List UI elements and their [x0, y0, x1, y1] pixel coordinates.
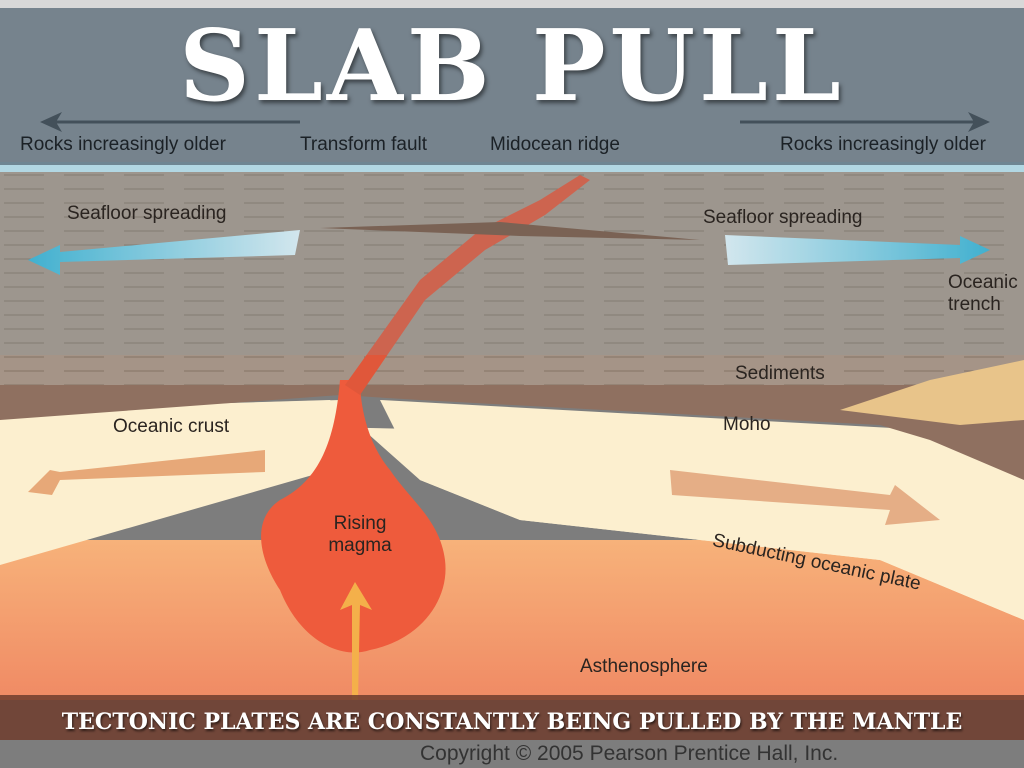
- mantle-arrow-right: [670, 470, 940, 525]
- oceanic-trench-label: Oceanic trench: [948, 272, 1018, 315]
- midocean-ridge-label: Midocean ridge: [490, 134, 620, 155]
- transform-fault-label: Transform fault: [300, 134, 428, 155]
- rising-magma-label: Rising magma: [328, 513, 392, 556]
- seafloor-spreading-left-label: Seafloor spreading: [67, 203, 227, 224]
- sediments-label: Sediments: [735, 363, 825, 384]
- mantle-left: [0, 400, 340, 565]
- rocks-older-right-label: Rocks increasingly older: [780, 134, 986, 155]
- sediments: [840, 360, 1024, 425]
- moho-band: [0, 385, 1024, 480]
- oceanic-crust-label: Oceanic crust: [113, 416, 230, 437]
- slide-title: SLAB PULL: [179, 9, 845, 124]
- moho-label: Moho: [723, 414, 771, 435]
- seafloor-arrow-right: [725, 235, 990, 265]
- magma-dike: [345, 175, 590, 395]
- copyright-text: Copyright © 2005 Pearson Prentice Hall, …: [420, 742, 839, 765]
- seafloor-arrow-left: [28, 230, 300, 275]
- rocks-older-left-label: Rocks increasingly older: [20, 134, 226, 155]
- crust-layer: [0, 170, 1024, 385]
- mantle-right: [380, 400, 1024, 620]
- asthenosphere-label: Asthenosphere: [580, 656, 708, 677]
- caption-band: [0, 695, 1024, 740]
- asthenosphere-layer: [0, 540, 1024, 700]
- slide-caption: TECTONIC PLATES ARE CONSTANTLY BEING PUL…: [61, 709, 963, 735]
- mantle-arrow-left: [28, 450, 265, 495]
- ocean-water: [0, 162, 1024, 172]
- title-band: [0, 8, 1024, 165]
- tint-overlay: [0, 165, 1024, 355]
- magma-up-arrow: [340, 582, 372, 700]
- seafloor-spreading-right-label: Seafloor spreading: [703, 207, 863, 228]
- rising-magma: [261, 380, 446, 653]
- transform-fault: [320, 222, 700, 240]
